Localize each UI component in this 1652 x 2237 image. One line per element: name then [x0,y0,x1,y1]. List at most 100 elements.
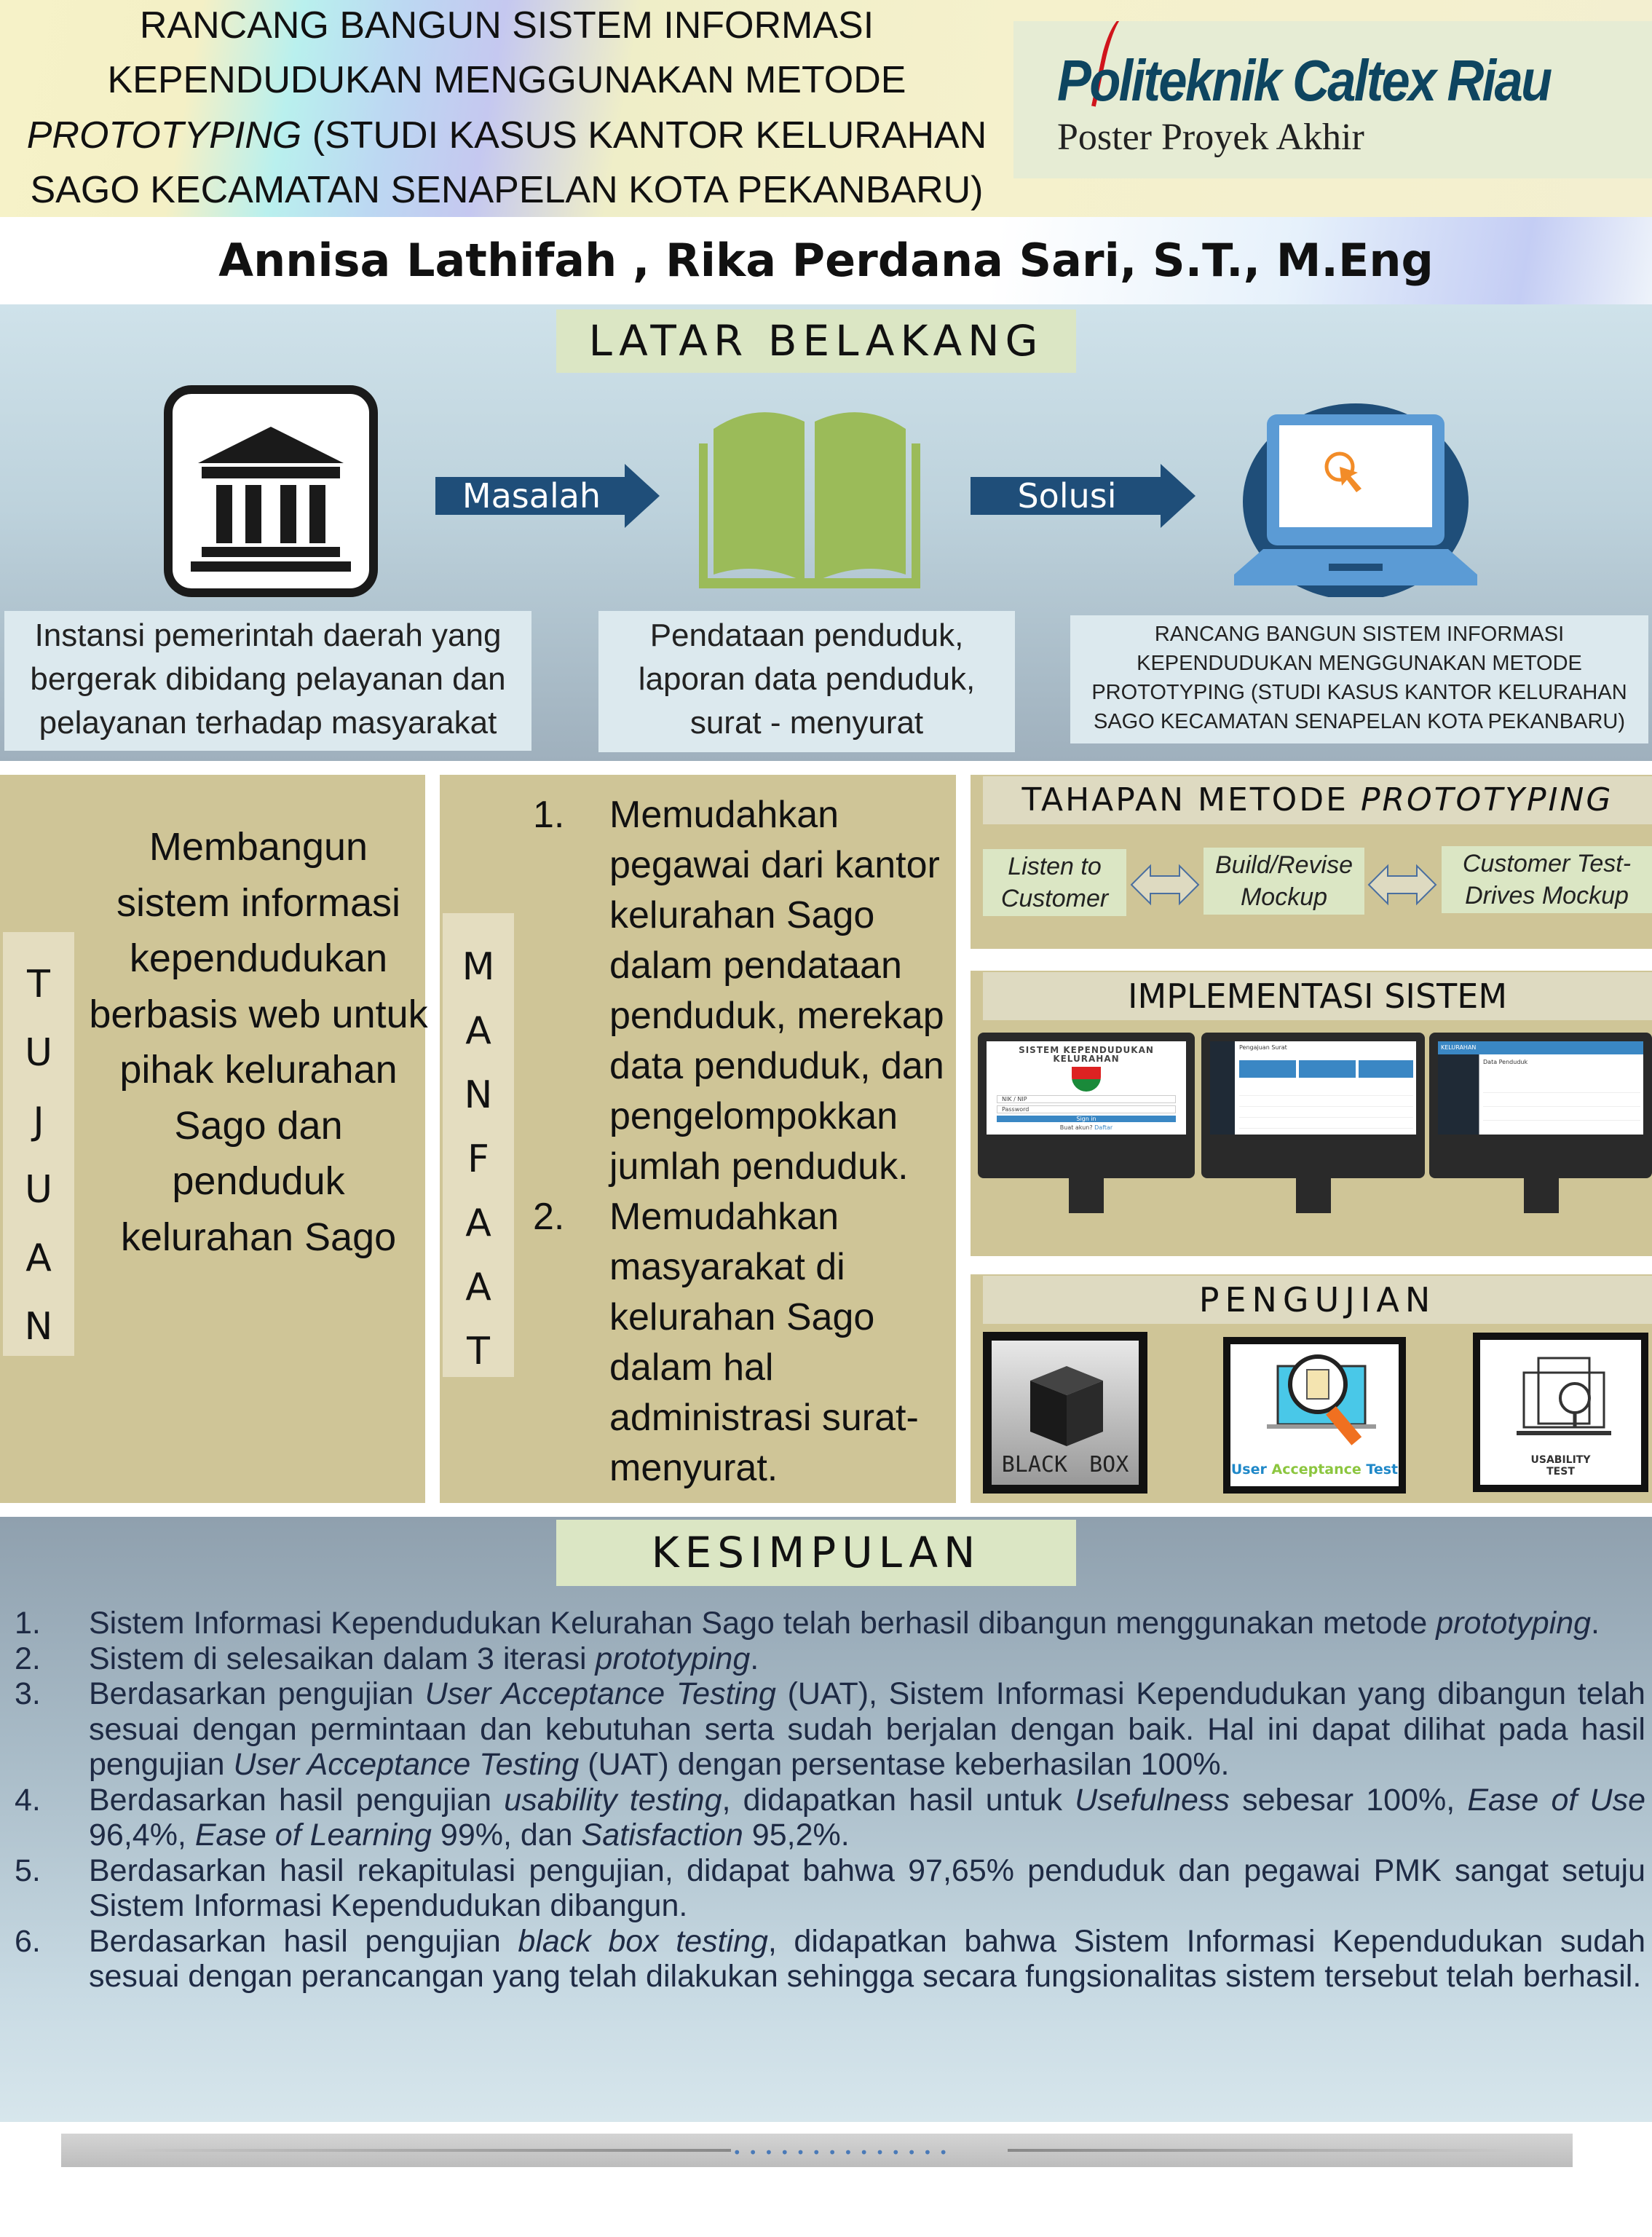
password-input[interactable]: Password [997,1105,1176,1113]
item-text: Berdasarkan hasil pengujian usability te… [89,1783,1645,1853]
text-run: . [1591,1606,1600,1641]
text-run: 99%, dan [431,1818,582,1853]
uat-label-user: User [1230,1461,1272,1477]
register-prompt: Buat akun? [1059,1124,1093,1131]
text-run: Berdasarkan hasil pengujian [89,1923,518,1959]
text-run: Sistem di selesaikan dalam 3 iterasi [89,1641,596,1676]
usability-label: USABILITY TEST [1530,1454,1591,1477]
text-run: User Acceptance Testing [233,1747,580,1782]
kesimpulan-item: 5. Berdasarkan hasil rekapitulasi penguji… [15,1853,1645,1924]
item-text: Berdasarkan hasil rekapitulasi pengujian… [89,1853,1645,1924]
authors: Annisa Lathifah , Rika Perdana Sari, S.T… [0,217,1652,304]
item-number: 2. [15,1641,41,1676]
text-run: . [750,1641,759,1676]
text-run: (UAT), Sistem Informasi Kependudukan yan… [89,1676,1645,1782]
monitor-login: SISTEM KEPENDUDUKAN KELURAHAN NIK / NIP … [978,1033,1195,1213]
text-run: Berdasarkan hasil pengujian [89,1782,505,1818]
manfaat-letter: T [467,1330,490,1373]
monitor-pengajuan-surat: Pengajuan Surat [1201,1033,1425,1213]
open-book-icon [699,400,920,588]
text-run: User Acceptance Testing [424,1676,776,1711]
title-line-3: PROTOTYPING (STUDI KASUS KANTOR KELURAHA… [0,108,1013,163]
manfaat-letter: M [462,945,495,989]
tujuan-letter: T [27,963,50,1006]
nik-input[interactable]: NIK / NIP [997,1095,1176,1103]
kesimpulan-item: 1. Sistem Informasi Kependudukan Keluraha… [15,1606,1645,1641]
item-text: Berdasarkan hasil pengujian black box te… [89,1924,1645,1995]
text-run: , didapatkan bahwa Sistem Informasi Kepe… [89,1923,1646,1995]
black-box-card: BLACK BOX [983,1332,1147,1494]
logo-brand: Politeknik Caltex Riau [1057,48,1552,113]
black-cube-icon [1030,1366,1103,1446]
arrow-solusi-label: Solusi [1017,476,1117,516]
kelurahan-emblem-icon [1072,1067,1101,1092]
kesimpulan-item: 4. Berdasarkan hasil pengujian usability … [15,1783,1645,1853]
text-run: Ease of Learning [194,1818,432,1853]
item-text: Memudahkan pegawai dari kantor kelurahan… [609,794,944,1188]
text-run: Satisfaction [581,1818,743,1853]
text-run: black box testing [518,1923,768,1959]
item-number: 4. [15,1782,41,1818]
footer-bar: •••••••••••••• [61,2134,1573,2167]
uat-card: User Acceptance Test [1223,1337,1406,1494]
manfaat-item: 2.Memudahkan masyarakat di kelurahan Sag… [524,1192,954,1494]
double-arrow-icon [1367,864,1437,906]
sign-in-button[interactable]: Sign in [997,1116,1176,1122]
poster-header: RANCANG BANGUN SISTEM INFORMASI KEPENDUD… [0,0,1652,217]
text-run: prototyping [595,1641,751,1676]
laptop-click-icon [1234,400,1477,600]
arrow-masalah: Masalah [435,464,660,528]
title-line-2: KEPENDUDUKAN MENGGUNAKAN METODE [107,59,906,101]
arrow-solusi: Solusi [971,464,1195,528]
item-number: 3. [15,1676,41,1711]
screen3-title: Data Penduduk [1483,1059,1528,1065]
tujuan-letter: U [24,1031,53,1075]
tujuan-letter: A [25,1236,52,1280]
text-run: , didapatkan hasil untuk [722,1782,1075,1818]
title-line-1: RANCANG BANGUN SISTEM INFORMASI [139,4,874,47]
text-run: prototyping [1436,1606,1592,1641]
item-number: 1. [533,794,565,836]
arrow-right-icon [1161,464,1195,528]
item-number: 5. [15,1853,41,1888]
kesimpulan-item: 6.Berdasarkan hasil pengujian black box … [15,1924,1645,1995]
tujuan-text: Membangun sistem informasi kependudukan … [89,825,428,1259]
tujuan-letter: J [33,1100,44,1143]
manfaat-letter: N [464,1073,493,1117]
latar-box-masalah: Instansi pemerintah daerah yang bergerak… [4,611,531,751]
tahapan-title-italic: PROTOTYPING [1360,781,1613,818]
pengujian-title: PENGUJIAN [983,1276,1652,1324]
logo-subtitle: Poster Proyek Akhir [1057,117,1364,158]
arrow-masalah-label: Masalah [462,476,601,516]
title-line-4: SAGO KECAMATAN SENAPELAN KOTA PEKANBARU) [30,169,984,211]
item-number: 1. [15,1606,41,1641]
tahapan-title: TAHAPAN METODE PROTOTYPING [983,776,1652,824]
black-box-label: BLACK BOX [1001,1452,1129,1477]
uat-label-acceptance: Acceptance [1271,1461,1361,1477]
text-run: sebesar 100%, [1229,1782,1468,1818]
tujuan-letter: U [24,1168,53,1212]
institution-logo: Politeknik Caltex Riau Poster Proyek Akh… [1013,21,1652,178]
manfaat-letter: A [465,1202,491,1245]
text-run: (UAT) dengan persentase keberhasilan 100… [579,1747,1230,1782]
item-text: Sistem Informasi Kependudukan Kelurahan … [89,1606,1600,1641]
item-text: Berdasarkan pengujian User Acceptance Te… [89,1676,1645,1782]
text-run: Berdasarkan pengujian [89,1676,425,1711]
text-run: Ease of Use [1467,1782,1645,1818]
tahapan-title-plain: TAHAPAN METODE [1021,781,1361,818]
monitor-data-penduduk: KELURAHAN Data Penduduk [1429,1033,1652,1213]
register-link[interactable]: Daftar [1094,1124,1113,1131]
clipboard-magnifier-icon [1267,1354,1376,1445]
kesimpulan-title: KESIMPULAN [556,1520,1076,1586]
government-building-icon [164,385,378,597]
item-text: Sistem di selesaikan dalam 3 iterasi pro… [89,1641,759,1676]
usability-test-icon [1517,1357,1611,1435]
step-listen: Listen to Customer [983,849,1126,916]
item-number: 2. [533,1196,565,1238]
latar-box-pendataan: Pendataan penduduk, laporan data pendudu… [598,611,1015,752]
tujuan-letter: N [24,1305,53,1349]
footer-dots: •••••••••••••• [732,2144,955,2161]
usability-card: USABILITY TEST [1473,1333,1648,1492]
